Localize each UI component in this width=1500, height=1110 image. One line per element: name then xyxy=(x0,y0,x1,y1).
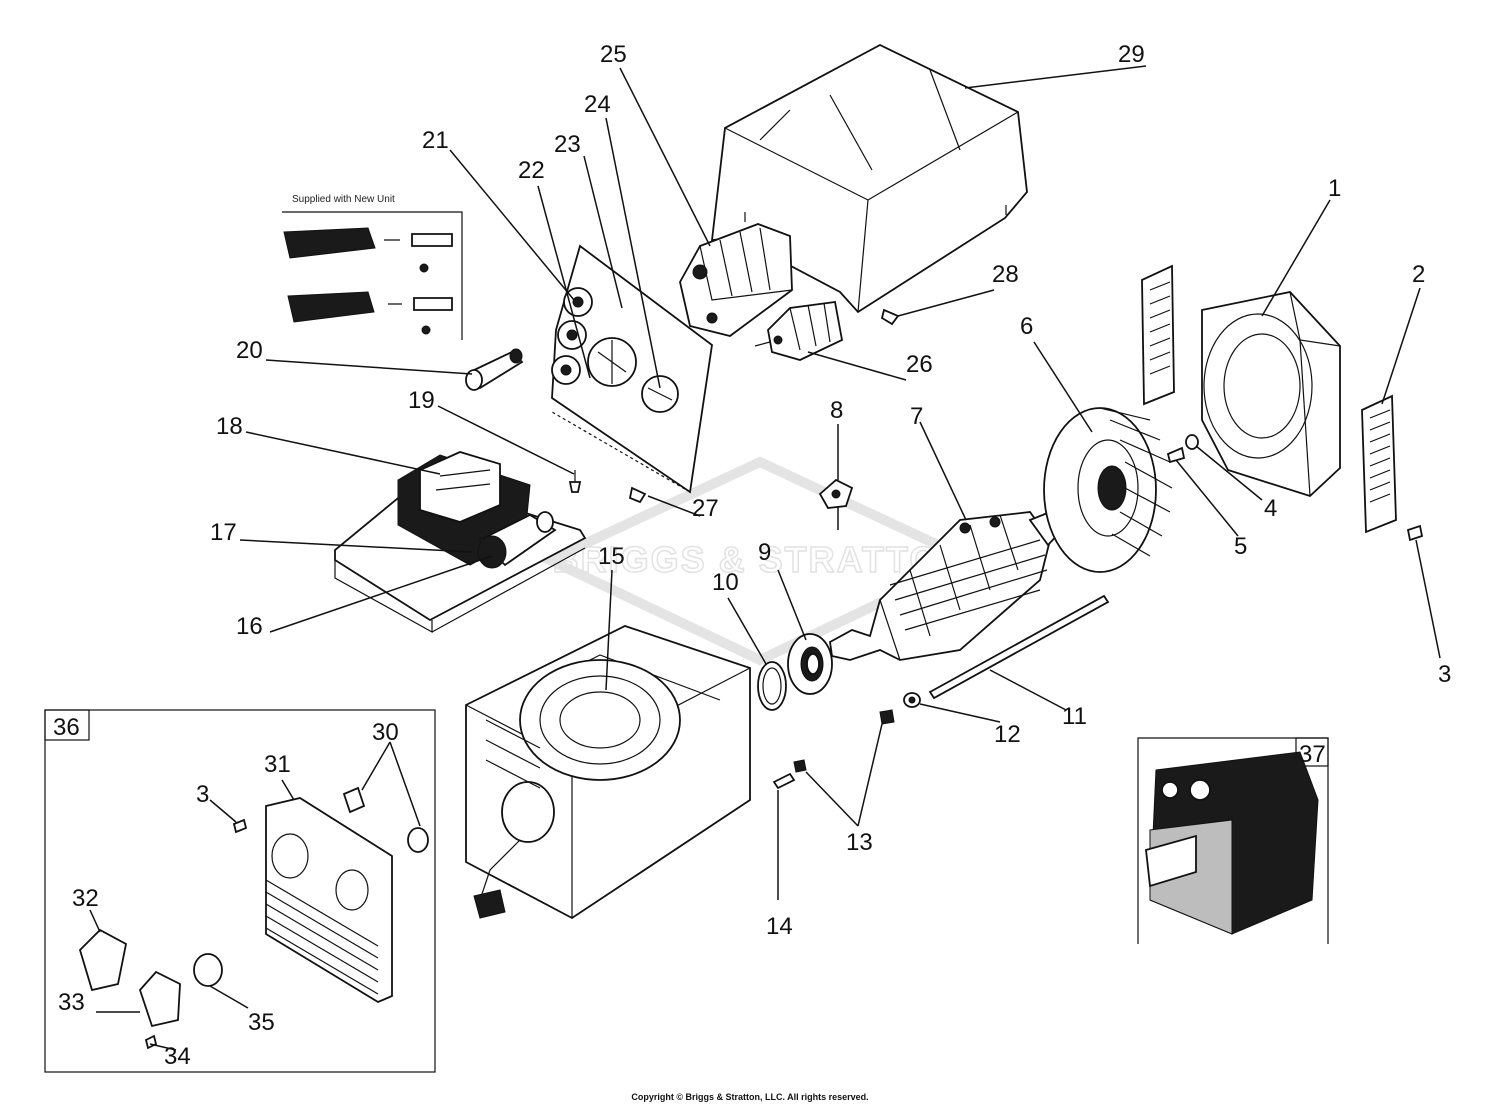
terminal-strip-part-2[interactable] xyxy=(1361,394,1397,534)
transformer-assembly-part-18[interactable] xyxy=(334,451,587,634)
callout-5: 5 xyxy=(1234,533,1247,560)
callout-27: 27 xyxy=(692,495,719,522)
callout-labels: 1 2 3 4 5 6 7 8 9 10 11 12 13 14 15 16 1… xyxy=(53,41,1451,1070)
capacitor-part-16[interactable] xyxy=(477,511,557,569)
supplied-caption: Supplied with New Unit xyxy=(292,194,395,205)
inset-36 xyxy=(44,709,436,1073)
inset-37 xyxy=(1137,737,1329,944)
callout-11: 11 xyxy=(1062,703,1087,730)
through-bolt-part-11[interactable] xyxy=(928,594,1110,700)
fuse-holder-part-20[interactable] xyxy=(465,348,524,391)
callout-2: 2 xyxy=(1412,261,1425,288)
callout-13: 13 xyxy=(846,829,873,856)
callout-3: 3 xyxy=(1438,661,1451,688)
generator-unit-photo xyxy=(1145,751,1319,935)
end-bracket-part-1[interactable] xyxy=(1201,291,1341,498)
callout-32: 32 xyxy=(72,885,99,912)
inset-leaders xyxy=(89,741,421,1051)
washer-part-5[interactable] xyxy=(1166,446,1186,464)
stator-housing-part-15[interactable] xyxy=(465,625,751,920)
callout-6: 6 xyxy=(1020,313,1033,340)
callout-4: 4 xyxy=(1264,495,1277,522)
bearing-part-9[interactable] xyxy=(787,633,833,695)
screw-part-34[interactable] xyxy=(144,1034,158,1050)
callout-14: 14 xyxy=(766,913,793,940)
callout-29: 29 xyxy=(1118,41,1145,68)
callout-7: 7 xyxy=(910,403,923,430)
callout-31: 31 xyxy=(264,751,291,778)
leader-lines xyxy=(239,65,1441,900)
callout-37: 37 xyxy=(1299,741,1326,768)
callout-26: 26 xyxy=(906,351,933,378)
washer-part-4[interactable] xyxy=(1185,434,1199,450)
nut-part-13[interactable] xyxy=(793,709,895,773)
callout-24: 24 xyxy=(584,91,611,118)
callout-9: 9 xyxy=(758,539,771,566)
plug-part-35[interactable] xyxy=(193,953,223,987)
callout-23: 23 xyxy=(554,131,581,158)
cooling-fan-part-6[interactable] xyxy=(1043,407,1173,573)
receptacle-part-33[interactable] xyxy=(138,970,181,1028)
watermark-text: BRIGGS & STRATTON xyxy=(553,539,968,580)
callout-15: 15 xyxy=(598,543,625,570)
callout-35: 35 xyxy=(248,1009,275,1036)
callout-17: 17 xyxy=(210,519,237,546)
screw-inset-part-3[interactable] xyxy=(232,818,248,834)
screw-part-28[interactable] xyxy=(880,308,900,326)
callout-22: 22 xyxy=(518,157,545,184)
receptacle-part-30[interactable] xyxy=(342,786,429,853)
callout-18: 18 xyxy=(216,413,243,440)
screw-part-3[interactable] xyxy=(1406,524,1424,542)
callout-21: 21 xyxy=(422,127,449,154)
copyright-notice: Copyright © Briggs & Stratton, LLC. All … xyxy=(631,1092,869,1102)
terminal-strip-spare[interactable] xyxy=(1141,264,1175,406)
retaining-ring-part-10[interactable] xyxy=(757,661,787,711)
washer-part-12[interactable] xyxy=(903,692,921,708)
callout-10: 10 xyxy=(712,569,739,596)
callout-19: 19 xyxy=(408,387,435,414)
screw-part-19[interactable] xyxy=(568,470,582,493)
receptacle-part-32[interactable] xyxy=(78,928,128,992)
brush-part-8[interactable] xyxy=(818,478,854,509)
stud-part-14[interactable] xyxy=(772,772,796,790)
callout-28: 28 xyxy=(992,261,1019,288)
callout-12: 12 xyxy=(994,721,1021,748)
callout-30: 30 xyxy=(372,719,399,746)
switch-part-26[interactable] xyxy=(754,300,844,361)
callout-16: 16 xyxy=(236,613,263,640)
callout-33: 33 xyxy=(58,989,85,1016)
control-panel-plate[interactable] xyxy=(551,244,713,494)
callout-34: 34 xyxy=(164,1043,191,1070)
callout-3-inset: 3 xyxy=(196,781,209,808)
selector-switch-part-25[interactable] xyxy=(679,223,793,337)
callout-25: 25 xyxy=(600,41,627,68)
supplied-parts-inset: Supplied with New Unit xyxy=(282,194,463,340)
callout-36: 36 xyxy=(53,714,80,741)
callout-20: 20 xyxy=(236,337,263,364)
cover-plate-part-31[interactable] xyxy=(265,797,393,1004)
callout-1: 1 xyxy=(1328,175,1341,202)
callout-8: 8 xyxy=(830,397,843,424)
screw-part-27[interactable] xyxy=(628,486,647,504)
